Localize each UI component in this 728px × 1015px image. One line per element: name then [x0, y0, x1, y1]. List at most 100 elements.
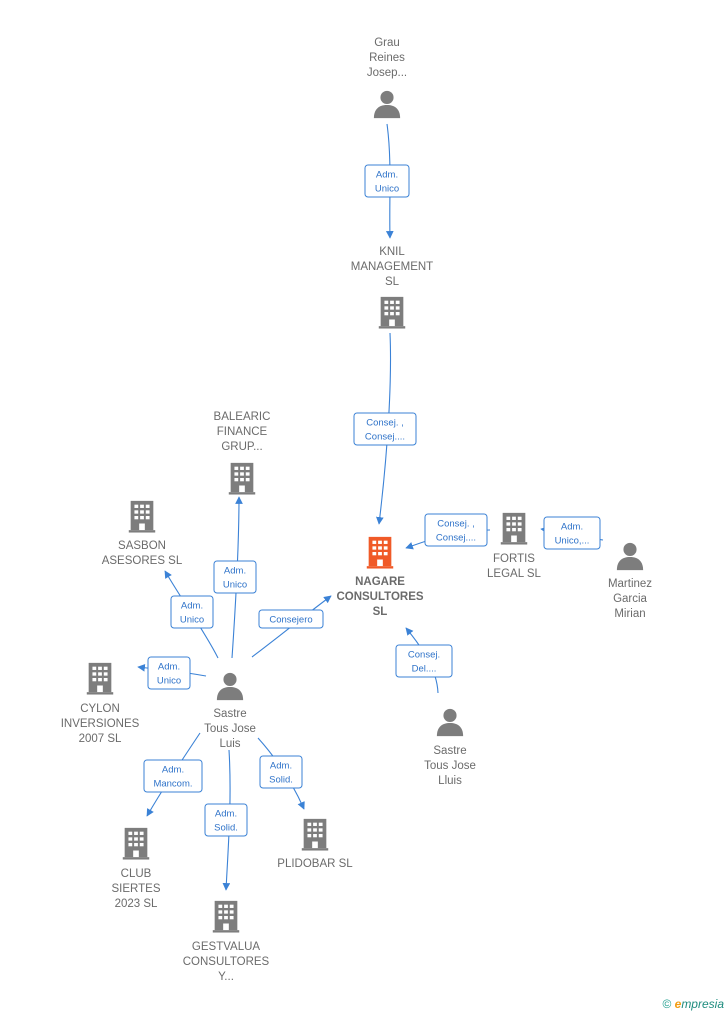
edge-label-line: Unico — [375, 184, 399, 195]
node-label-line: PLIDOBAR SL — [277, 858, 353, 870]
edge-label-line: Adm. — [215, 809, 237, 820]
edge-label-box — [204, 803, 248, 837]
node-label-line: KNIL — [379, 246, 405, 258]
edge-label-line: Consej. , — [366, 418, 404, 429]
edge-label-line: Adm. — [376, 170, 398, 181]
node-label-line: GRUP... — [221, 441, 262, 453]
edge-label-line: Consej.... — [365, 432, 405, 443]
edge-label-line: Unico — [180, 615, 204, 626]
edge-label-box — [143, 759, 203, 793]
edge-label-fortis-to-nagare[interactable]: Consej. ,Consej.... — [424, 513, 488, 547]
edge-label-sastre_luis-to-balearic[interactable]: Adm. Unico — [213, 560, 257, 594]
node-label-line: GESTVALUA — [192, 941, 260, 953]
edge-label-sastre_luis-to-club[interactable]: Adm. Mancom. — [143, 759, 203, 793]
edge-label-line: Adm. — [162, 765, 184, 776]
edge-label-line: Solid. — [269, 775, 293, 786]
node-label-line: Sastre — [433, 745, 466, 757]
person-icon — [436, 708, 464, 737]
node-label-line: 2007 SL — [79, 733, 122, 745]
node-label-line: SASBON — [118, 540, 166, 552]
node-label-line: CONSULTORES — [336, 591, 423, 603]
node-fortis[interactable]: FORTIS LEGAL SL — [487, 512, 542, 580]
building-icon — [128, 500, 156, 533]
edges-layer — [137, 123, 604, 891]
node-label-line: Garcia — [613, 593, 647, 605]
node-label-line: Tous Jose — [204, 723, 256, 735]
brand-logo-e: e — [674, 997, 682, 1011]
edge-label-sastre_luis-to-cylon[interactable]: Adm.Unico — [147, 656, 191, 690]
edge-label-box — [424, 513, 488, 547]
building-icon — [86, 662, 114, 695]
node-plidobar[interactable]: PLIDOBAR SL — [277, 818, 353, 870]
node-label-line: SL — [373, 606, 388, 618]
building-icon — [378, 296, 406, 329]
edge-label-line: Unico,... — [555, 536, 590, 547]
person-icon — [216, 672, 244, 701]
node-label-line: Grau — [374, 37, 400, 49]
node-label-line: Reines — [369, 52, 405, 64]
edge-label-line: Mancom. — [153, 779, 192, 790]
building-icon — [122, 827, 150, 860]
building-icon — [366, 536, 394, 569]
node-label-line: Y... — [218, 971, 234, 983]
edge-label-knil-to-nagare[interactable]: Consej. , Consej.... — [353, 412, 417, 446]
edge-label-box — [258, 609, 324, 629]
edge-label-sastre_luis-to-nagare[interactable]: Consejero — [258, 609, 324, 629]
copyright-icon: © — [662, 997, 672, 1011]
edge-label-box — [353, 412, 417, 446]
edge-label-box — [364, 164, 410, 198]
node-label-line: MANAGEMENT — [351, 261, 433, 273]
edge-label-line: Consej.... — [436, 533, 476, 544]
node-label-line: LEGAL SL — [487, 568, 542, 580]
node-label-line: FORTIS — [493, 553, 535, 565]
node-label-line: Tous Jose — [424, 760, 476, 772]
node-label-line: Sastre — [213, 708, 246, 720]
nodes-layer: GrauReinesJosep...KNILMANAGEMENTSLNAGARE… — [61, 37, 653, 983]
node-label-line: BALEARIC — [214, 411, 271, 423]
edge-label-sastre_luis-to-plidobar[interactable]: Adm.Solid. — [259, 755, 303, 789]
node-label-line: NAGARE — [355, 576, 405, 588]
building-icon — [301, 818, 329, 851]
edge-label-box — [259, 755, 303, 789]
person-icon — [616, 542, 644, 571]
edge-label-line: Adm. — [561, 522, 583, 533]
edge-label-line: Consejero — [269, 615, 312, 626]
edge-label-box — [213, 560, 257, 594]
edge-label-box — [543, 516, 601, 550]
edge-label-line: Del.... — [412, 664, 437, 675]
edge-label-line: Unico — [223, 580, 247, 591]
edge-label-grau-to-knil[interactable]: Adm. Unico — [364, 164, 410, 198]
edge-label-sastre_luis-to-sasbon[interactable]: Adm. Unico — [170, 595, 214, 629]
edge-label-line: Consej. — [408, 650, 440, 661]
node-label-line: ASESORES SL — [102, 555, 183, 567]
node-label-line: Lluis — [438, 775, 462, 787]
edge-label-sastre_lluis-to-nagare[interactable]: Consej. Del.... — [395, 644, 453, 678]
node-nagare[interactable]: NAGARE CONSULTORES SL — [336, 536, 424, 618]
node-gestvalua[interactable]: GESTVALUA CONSULTORES Y... — [183, 900, 270, 983]
brand-name: mpresia — [681, 997, 724, 1011]
node-grau[interactable]: GrauReinesJosep... — [367, 37, 407, 119]
node-balearic[interactable]: BALEARIC FINANCE GRUP... — [214, 411, 271, 495]
building-icon — [228, 462, 256, 495]
node-label-line: SIERTES — [112, 883, 161, 895]
building-icon — [500, 512, 528, 545]
edge-label-line: Adm. — [181, 601, 203, 612]
node-label-line: FINANCE — [217, 426, 268, 438]
edge-label-martinez-to-fortis[interactable]: Adm. Unico,... — [543, 516, 601, 550]
edge-label-box — [147, 656, 191, 690]
edge-label-line: Adm. — [224, 566, 246, 577]
node-label-line: CONSULTORES — [183, 956, 270, 968]
edge-label-box — [170, 595, 214, 629]
node-label-line: Martinez — [608, 578, 652, 590]
person-icon — [373, 90, 401, 119]
node-sasbon[interactable]: SASBON ASESORES SL — [102, 500, 183, 567]
edge-label-sastre_luis-to-gestvalua[interactable]: Adm.Solid. — [204, 803, 248, 837]
